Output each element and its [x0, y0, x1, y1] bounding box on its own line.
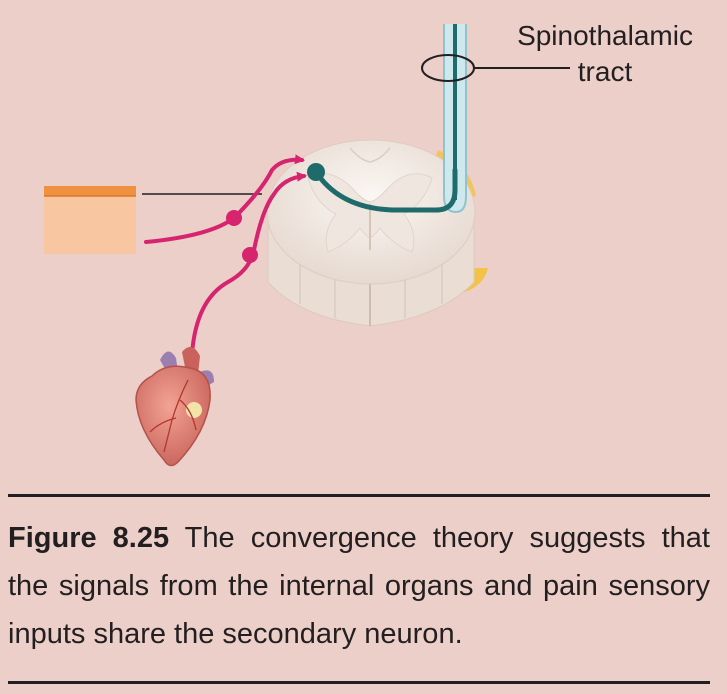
spinothalamic-tract-label: Spinothalamic tract — [490, 18, 720, 90]
figure-caption: Figure 8.25 The convergence theory sugge… — [8, 514, 710, 658]
figure-number: Figure 8.25 — [8, 522, 170, 554]
secondary-neuron-cell-body — [307, 163, 325, 181]
afferent-fibers — [144, 154, 307, 356]
spinothalamic-label-line2: tract — [577, 56, 633, 87]
visceral-afferent-ganglion — [242, 247, 258, 263]
convergence-diagram — [44, 24, 570, 467]
spinal-cord — [266, 139, 488, 327]
secondary-neuron — [307, 163, 458, 213]
skin-afferent-fiber — [144, 154, 305, 244]
spinothalamic-label-line1: Spinothalamic — [517, 20, 693, 51]
caption-top-rule — [8, 494, 710, 497]
skin-afferent-ganglion — [226, 210, 242, 226]
skin-sample — [44, 186, 136, 254]
heart-illustration — [135, 346, 214, 467]
caption-text: The convergence theory suggests that the… — [8, 522, 710, 650]
caption-bottom-rule — [8, 681, 710, 684]
